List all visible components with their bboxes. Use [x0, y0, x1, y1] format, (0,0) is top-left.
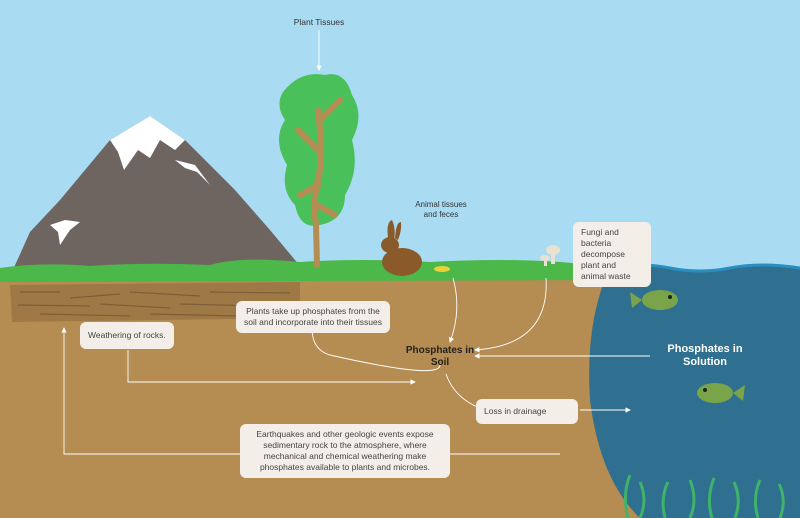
- grass: [0, 259, 610, 282]
- mushrooms: [540, 245, 560, 266]
- seaweed: [623, 474, 785, 518]
- box-weathering: Weathering of rocks.: [80, 322, 174, 350]
- label-phosphates-soil: Phosphates in Soil: [405, 345, 475, 368]
- label-animal-tissues: Animal tissues and feces: [415, 200, 467, 219]
- box-fungi-bacteria: Fungi and bacteria decompose plant and a…: [573, 222, 651, 288]
- label-plant-tissues: Plant Tissues: [293, 17, 345, 27]
- box-earthquakes: Earthquakes and other geologic events ex…: [240, 424, 450, 479]
- mountain: [12, 116, 305, 272]
- mountain-snow: [110, 116, 185, 170]
- label-phosphates-solution: Phosphates in Solution: [667, 343, 743, 369]
- box-loss-drainage: Loss in drainage: [476, 399, 578, 425]
- water: [589, 265, 800, 518]
- fish: [630, 290, 745, 403]
- box-plants-uptake: Plants take up phosphates from the soil …: [236, 301, 390, 334]
- tree: [278, 74, 359, 268]
- rabbit: [381, 220, 422, 276]
